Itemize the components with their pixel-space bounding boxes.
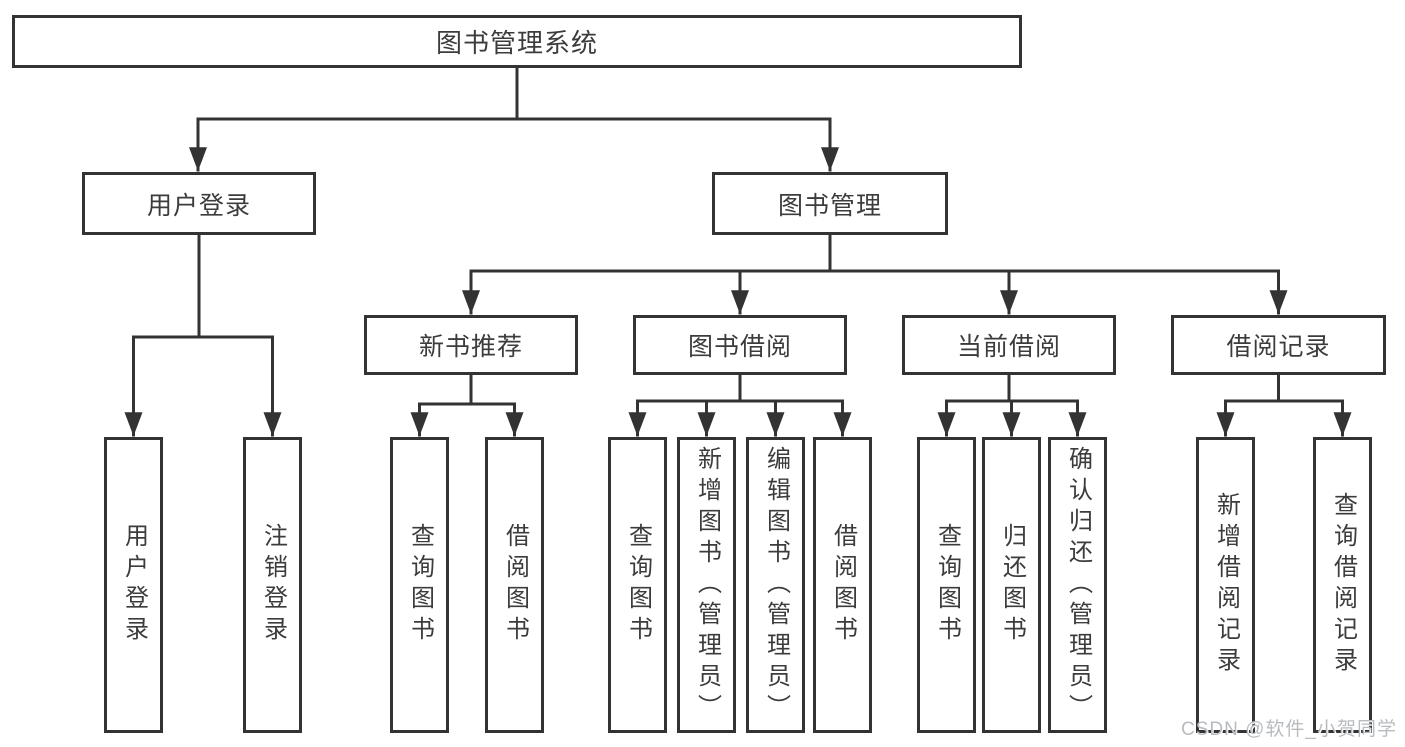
leaf-query-books-borrowing-label: 查询图书	[624, 523, 652, 647]
node-current-borrowing-label: 当前借阅	[956, 333, 1061, 361]
leaf-borrow-books-borrowing-label: 借阅图书	[829, 523, 857, 647]
leaf-query-books-recommend: 查询图书	[390, 437, 449, 733]
leaf-add-borrow-record-label: 新增借阅记录	[1212, 492, 1240, 678]
node-library-system-label: 图书管理系统	[435, 28, 598, 58]
node-current-borrowing: 当前借阅	[902, 315, 1116, 375]
leaf-confirm-return-admin: 确认归还（管理员）	[1048, 437, 1107, 733]
leaf-user-login-label: 用户登录	[120, 523, 148, 647]
leaf-borrow-books-recommend: 借阅图书	[485, 437, 544, 733]
leaf-logout: 注销登录	[243, 437, 302, 733]
leaf-edit-book-admin-label: 编辑图书（管理员）	[762, 445, 790, 725]
leaf-user-login: 用户登录	[104, 437, 163, 733]
node-new-book-recommend-label: 新书推荐	[418, 333, 523, 361]
leaf-edit-book-admin: 编辑图书（管理员）	[746, 437, 805, 733]
node-book-borrowing-label: 图书借阅	[687, 333, 792, 361]
node-user-login-label: 用户登录	[146, 191, 251, 220]
node-borrowing-records: 借阅记录	[1171, 315, 1386, 375]
node-library-system: 图书管理系统	[12, 15, 1022, 68]
node-book-management: 图书管理	[712, 172, 948, 235]
leaf-return-book: 归还图书	[982, 437, 1041, 733]
leaf-query-books-recommend-label: 查询图书	[406, 523, 434, 647]
node-book-borrowing: 图书借阅	[633, 315, 847, 375]
watermark-text: CSDN @软件_小贺同学	[1181, 719, 1397, 740]
leaf-query-books-current: 查询图书	[917, 437, 976, 733]
node-user-login: 用户登录	[82, 172, 316, 235]
leaf-query-borrow-record: 查询借阅记录	[1313, 437, 1372, 733]
leaf-add-book-admin: 新增图书（管理员）	[677, 437, 736, 733]
leaf-logout-label: 注销登录	[259, 523, 287, 647]
leaf-query-borrow-record-label: 查询借阅记录	[1329, 492, 1357, 678]
leaf-confirm-return-admin-label: 确认归还（管理员）	[1064, 445, 1092, 725]
leaf-query-books-current-label: 查询图书	[933, 523, 961, 647]
leaf-borrow-books-borrowing: 借阅图书	[813, 437, 872, 733]
node-borrowing-records-label: 借阅记录	[1226, 333, 1331, 361]
leaf-borrow-books-recommend-label: 借阅图书	[501, 523, 529, 647]
leaf-return-book-label: 归还图书	[998, 523, 1026, 647]
leaf-query-books-borrowing: 查询图书	[608, 437, 667, 733]
node-new-book-recommend: 新书推荐	[364, 315, 578, 375]
leaf-add-book-admin-label: 新增图书（管理员）	[693, 445, 721, 725]
leaf-add-borrow-record: 新增借阅记录	[1196, 437, 1255, 733]
node-book-management-label: 图书管理	[777, 191, 882, 220]
